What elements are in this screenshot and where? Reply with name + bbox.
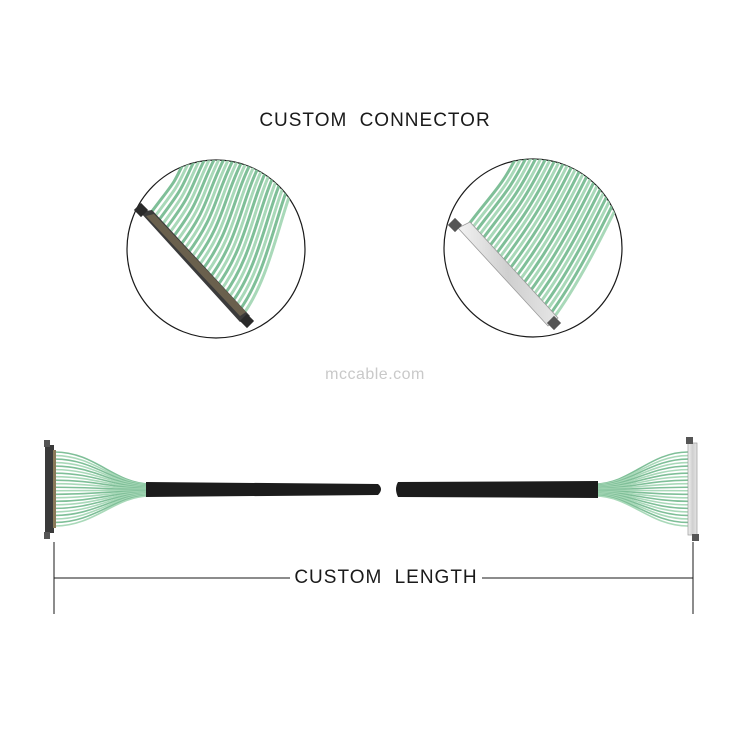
- wire: [200, 160, 254, 273]
- wire: [181, 160, 232, 253]
- wire: [218, 163, 276, 294]
- wire: [485, 159, 548, 252]
- watermark: mccable.com: [325, 366, 425, 383]
- wire: [203, 160, 258, 277]
- wire: [196, 160, 249, 269]
- wire: [54, 495, 151, 527]
- left-cable-jacket: [146, 482, 381, 497]
- wire: [185, 160, 236, 257]
- wire: [594, 495, 689, 527]
- wire: [207, 161, 262, 281]
- wire: [166, 160, 214, 236]
- left-detail-wires: [148, 160, 302, 318]
- page-title: CUSTOM CONNECTOR: [259, 110, 491, 131]
- wire: [488, 159, 553, 256]
- wire: [467, 159, 526, 234]
- length-label: CUSTOM LENGTH: [290, 567, 482, 589]
- wire: [512, 165, 584, 282]
- wire: [519, 167, 592, 289]
- right-cable-connector: [686, 437, 699, 541]
- wire: [474, 159, 535, 241]
- wire: [526, 170, 601, 296]
- wire: [214, 162, 271, 289]
- right-cable-jacket: [396, 481, 598, 498]
- left-detail-connector: [133, 202, 255, 329]
- wire: [478, 159, 540, 245]
- wire: [177, 160, 227, 249]
- wire: [516, 166, 588, 285]
- left-cable-connector: [44, 440, 56, 539]
- wire: [492, 159, 557, 259]
- wire: [509, 164, 579, 278]
- wire: [192, 160, 245, 265]
- wire: [495, 159, 562, 263]
- wire: [498, 160, 566, 267]
- wire: [502, 161, 570, 270]
- wire: [170, 160, 218, 240]
- left-wire-fan: [54, 451, 151, 527]
- wire: [211, 162, 267, 285]
- left-connector-detail: [126, 159, 306, 339]
- right-detail-wires: [464, 159, 622, 322]
- wire: [222, 164, 280, 298]
- wire: [481, 159, 544, 248]
- wire: [550, 178, 622, 322]
- wire: [471, 159, 531, 237]
- wire: [505, 162, 575, 274]
- wire: [163, 160, 210, 232]
- wire: [174, 160, 223, 245]
- cable-assembly: [44, 437, 699, 541]
- right-wire-fan: [594, 451, 689, 527]
- wire: [529, 171, 606, 300]
- wire: [522, 168, 597, 293]
- right-detail-connector: [447, 217, 562, 331]
- wire: [159, 160, 205, 228]
- right-connector-detail: [443, 158, 623, 338]
- wire: [188, 160, 240, 261]
